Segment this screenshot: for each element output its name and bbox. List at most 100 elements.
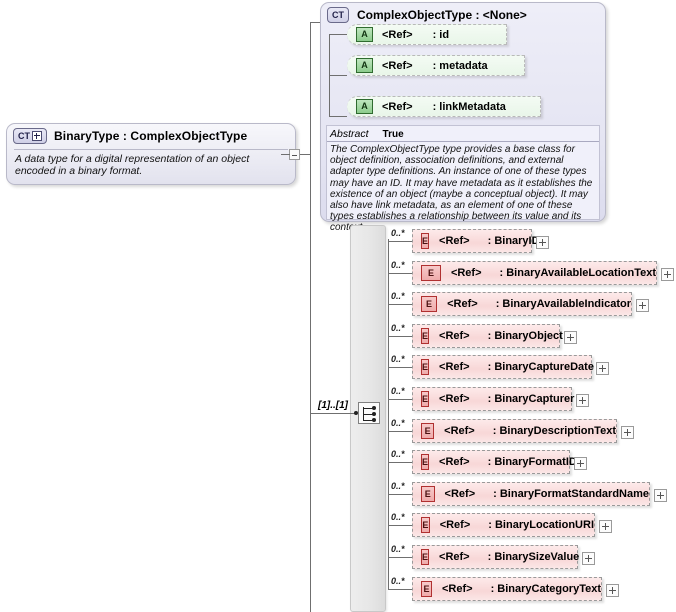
expand-plus-box[interactable] (606, 584, 619, 597)
sequence-compositor-icon[interactable] (358, 402, 380, 424)
abstract-documentation-panel: Abstract True The ComplexObjectType type… (326, 125, 600, 233)
element-icon: E (421, 423, 435, 439)
element-name-label: : BinaryFormatStandardName (493, 488, 649, 500)
element-name-label: : BinaryDescriptionText (492, 425, 616, 437)
occurrence-label: 0..* (391, 323, 405, 333)
element-ref-label: <Ref> (439, 456, 470, 468)
abstract-row: Abstract True (327, 127, 599, 142)
connector-line (388, 304, 412, 305)
connector-line (310, 413, 356, 414)
expand-plus-box[interactable] (654, 489, 667, 502)
element-name-label: : BinaryID (487, 235, 540, 247)
element-ref-label: <Ref> (439, 519, 471, 531)
element-row[interactable]: E<Ref>: BinaryCategoryText (412, 577, 602, 601)
complex-type-icon: CT (327, 7, 349, 23)
attribute-ref-label: <Ref> (382, 100, 413, 113)
attribute-ref-label: <Ref> (382, 59, 413, 72)
connector-line (297, 154, 311, 155)
connector-line (388, 367, 412, 368)
element-row[interactable]: E<Ref>: BinaryAvailableIndicator (412, 292, 632, 316)
occurrence-label: 0..* (391, 576, 405, 586)
expand-plus-box[interactable] (576, 394, 589, 407)
expand-plus-box[interactable] (661, 268, 674, 281)
element-ref-label: <Ref> (439, 330, 470, 342)
element-row[interactable]: E<Ref>: BinaryFormatID (412, 450, 577, 474)
element-ref-label: <Ref> (444, 425, 475, 437)
complex-object-type-documentation: The ComplexObjectType type provides a ba… (330, 144, 593, 234)
sequence-input-dot (354, 411, 358, 415)
attribute-ref-label: <Ref> (382, 28, 413, 41)
complex-object-type-header: CT ComplexObjectType : <None> (327, 7, 527, 23)
element-row[interactable]: E<Ref>: BinaryLocationURI (412, 513, 595, 537)
connector-spine (310, 22, 311, 612)
occurrence-label: 0..* (391, 449, 405, 459)
attribute-row-linkmetadata[interactable]: A <Ref> : linkMetadata (347, 96, 541, 117)
expand-plus-box[interactable] (596, 362, 609, 375)
connector-line (388, 557, 412, 558)
element-icon: E (421, 454, 430, 470)
element-ref-label: <Ref> (441, 583, 473, 595)
element-name-label: : BinaryCaptureDate (487, 361, 594, 373)
connector-line (388, 399, 412, 400)
element-icon: E (421, 296, 438, 312)
expand-plus-box[interactable] (621, 426, 634, 439)
occurrence-label: 0..* (391, 386, 405, 396)
occurrence-label: 0..* (391, 544, 405, 554)
sequence-dot (372, 418, 376, 422)
element-name-label: : BinaryCategoryText (490, 583, 601, 595)
collapse-minus-box[interactable] (289, 149, 300, 160)
attribute-branch-line (329, 75, 347, 76)
binary-type-documentation: A data type for a digital representation… (15, 153, 250, 177)
expand-plus-box[interactable] (582, 552, 595, 565)
element-icon: E (421, 486, 435, 502)
sequence-cardinality-label: [1]..[1] (318, 400, 348, 411)
element-row[interactable]: E<Ref>: BinaryCaptureDate (412, 355, 594, 379)
connector-line (388, 494, 412, 495)
element-row[interactable]: E<Ref>: BinarySizeValue (412, 545, 580, 569)
expand-plus-box[interactable] (574, 457, 587, 470)
abstract-value: True (382, 128, 404, 140)
element-row[interactable]: E<Ref>: BinaryObject (412, 324, 563, 348)
element-name-label: : BinarySizeValue (487, 551, 580, 563)
attribute-name-label: : linkMetadata (432, 100, 506, 113)
expand-plus-box[interactable] (564, 331, 577, 344)
sequence-branch (363, 420, 373, 421)
element-name-label: : BinaryAvailableIndicator (495, 298, 631, 310)
expand-plus-box[interactable] (599, 520, 612, 533)
occurrence-label: 0..* (391, 354, 405, 364)
element-row[interactable]: E<Ref>: BinaryID (412, 229, 540, 253)
expand-plus-box[interactable] (636, 299, 649, 312)
element-name-label: : BinaryAvailableLocationText (499, 267, 656, 279)
sequence-branch (363, 414, 373, 415)
complex-object-type-box[interactable]: CT ComplexObjectType : <None> A <Ref> : … (320, 2, 606, 233)
element-ref-label: <Ref> (439, 361, 470, 373)
occurrence-label: 0..* (391, 418, 405, 428)
element-name-label: : BinaryObject (487, 330, 563, 342)
occurrence-label: 0..* (391, 291, 405, 301)
element-row[interactable]: E <Ref> : BinaryDescriptionText (412, 419, 617, 443)
connector-line (281, 154, 290, 155)
element-row[interactable]: E<Ref>: BinaryCapturer (412, 387, 575, 411)
element-row[interactable]: E<Ref>: BinaryAvailableLocationText (412, 261, 657, 285)
binary-type-title: BinaryType : ComplexObjectType (54, 129, 248, 143)
attribute-icon: A (356, 58, 373, 73)
expand-plus-box[interactable] (536, 236, 549, 249)
connector-line (388, 241, 412, 242)
element-name-label: : BinaryCapturer (487, 393, 575, 405)
sequence-dot (372, 406, 376, 410)
attribute-icon: A (356, 27, 373, 42)
binary-type-divider (14, 149, 288, 150)
complex-type-badge-label: CT (18, 130, 30, 141)
attribute-icon: A (356, 99, 373, 114)
element-row[interactable]: E<Ref>: BinaryFormatStandardName (412, 482, 650, 506)
attribute-name-label: : metadata (432, 59, 488, 72)
expand-plus-icon[interactable] (32, 131, 42, 141)
attribute-branch-line (329, 34, 347, 35)
binary-type-box[interactable]: CT BinaryType : ComplexObjectType A data… (6, 123, 296, 185)
abstract-label: Abstract (330, 128, 369, 140)
attribute-row-metadata[interactable]: A <Ref> : metadata (347, 55, 525, 76)
occurrence-label: 0..* (391, 481, 405, 491)
attribute-branch-line (329, 116, 347, 117)
attribute-row-id[interactable]: A <Ref> : id (347, 24, 507, 45)
complex-type-plus-icon[interactable]: CT (13, 128, 47, 144)
